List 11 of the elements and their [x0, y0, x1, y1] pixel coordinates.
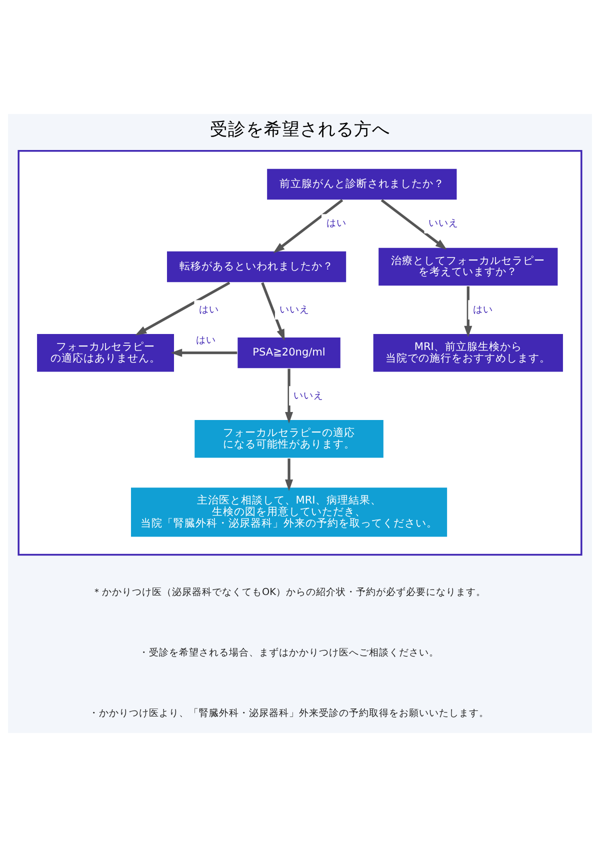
edge-label: いいえ	[279, 304, 310, 315]
edge-label: はい	[326, 218, 346, 229]
diagram-title: 受診を希望される方へ	[210, 120, 390, 140]
edge-label: いいえ	[293, 390, 324, 401]
label: ＊かかりつけ医（泌尿器科でなくてもOK）からの紹介状・予約が必ず必要になります。	[92, 586, 486, 598]
label: ・かかりつけ医より、「腎臓外科・泌尿器科」外来受診の予約取得をお願いいたします。	[89, 708, 490, 719]
label: ・受診を希望される場合、まずはかかりつけ医へご相談ください。	[139, 647, 440, 658]
edge-label: はい	[196, 334, 216, 346]
edge-label: いいえ	[428, 218, 459, 229]
edge-label: はい	[472, 304, 493, 315]
edge-label: はい	[199, 304, 220, 315]
